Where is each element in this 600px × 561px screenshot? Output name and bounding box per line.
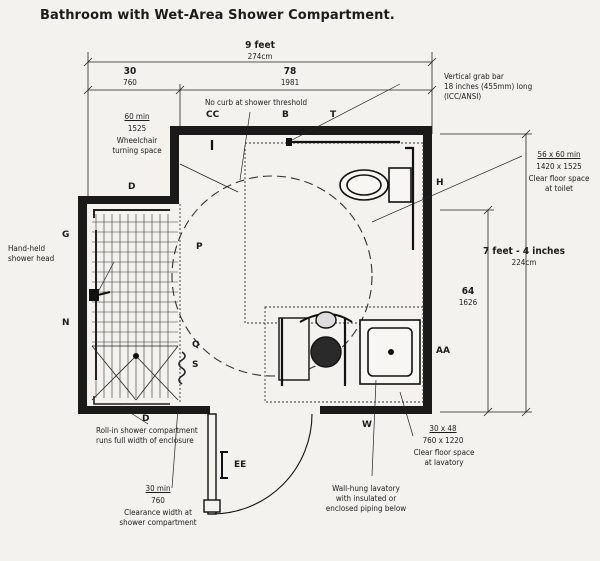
handheld-note: Hand-held shower head xyxy=(8,244,55,263)
shower-curtain xyxy=(178,351,186,385)
marker-d-top: D xyxy=(128,182,136,192)
toilet-clear-note: Clear floor space at toilet xyxy=(528,174,590,193)
left-width-in: 30 xyxy=(123,66,137,77)
left-width-mm: 760 xyxy=(123,78,137,87)
diagram-title: Bathroom with Wet-Area Shower Compartmen… xyxy=(40,8,395,23)
sub-height-mm: 1626 xyxy=(458,298,478,307)
marker-d-bottom: D xyxy=(142,414,150,424)
door xyxy=(203,413,313,515)
toilet-clear-min: 56 x 60 min xyxy=(537,150,581,159)
lavatory-drain xyxy=(388,349,394,355)
no-curb-note: No curb at shower threshold xyxy=(204,98,308,107)
grab-bar-mount xyxy=(286,138,292,146)
height-cm: 224cm xyxy=(511,258,537,267)
marker-b: B xyxy=(282,110,289,120)
lav-clear-note: Clear floor space at lavatory xyxy=(413,448,475,467)
lav-clear-dims: 30 x 48 xyxy=(429,424,457,433)
clear-width-min: 30 min xyxy=(145,484,171,493)
shower-drain-slopes xyxy=(91,345,179,401)
marker-n: N xyxy=(62,318,70,328)
wheelchair xyxy=(278,311,353,386)
sub-height-in: 64 xyxy=(461,286,475,297)
marker-t: T xyxy=(330,110,337,120)
overall-width-ft: 9 feet xyxy=(245,40,275,51)
marker-aa: AA xyxy=(436,346,450,356)
top-dimension-lines xyxy=(83,52,437,196)
leader-lines xyxy=(97,83,523,489)
turning-space-min: 60 min xyxy=(124,112,150,121)
marker-cc: CC xyxy=(206,110,220,120)
clear-width-note: Clearance width at shower compartment xyxy=(119,508,197,527)
marker-s: S xyxy=(192,360,199,370)
shower-drain xyxy=(133,353,139,359)
shower-grab-bars xyxy=(93,209,170,405)
shower-tile-grid xyxy=(92,214,178,398)
marker-q: Q xyxy=(192,340,200,350)
turning-circle xyxy=(171,175,373,377)
grab-bar-note: Vertical grab bar 18 inches (455mm) long… xyxy=(444,72,533,101)
shower-head xyxy=(89,289,111,301)
lavatory-note: Wall-hung lavatory with insulated or enc… xyxy=(325,484,407,513)
lav-clear-mm: 760 x 1220 xyxy=(422,436,464,445)
height-ft: 7 feet - 4 inches xyxy=(483,246,565,257)
right-width-mm: 1981 xyxy=(280,78,300,87)
rollin-note: Roll-in shower compartment runs full wid… xyxy=(96,426,198,445)
toilet-clear-mm: 1420 x 1525 xyxy=(536,162,582,171)
toilet xyxy=(339,167,412,203)
right-width-in: 78 xyxy=(283,66,297,77)
marker-h: H xyxy=(436,178,444,188)
marker-p: P xyxy=(196,242,203,252)
marker-w: W xyxy=(362,420,372,430)
clear-width-mm: 760 xyxy=(151,496,165,505)
turning-space-mm: 1525 xyxy=(127,124,147,133)
wall-grab-bars xyxy=(210,140,415,250)
marker-ee: EE xyxy=(234,460,247,470)
turning-space-note: Wheelchair turning space xyxy=(112,136,162,155)
right-dimension-lines xyxy=(440,129,532,417)
overall-width-cm: 274cm xyxy=(247,52,273,61)
walls xyxy=(78,126,432,414)
marker-g: G xyxy=(62,230,70,240)
